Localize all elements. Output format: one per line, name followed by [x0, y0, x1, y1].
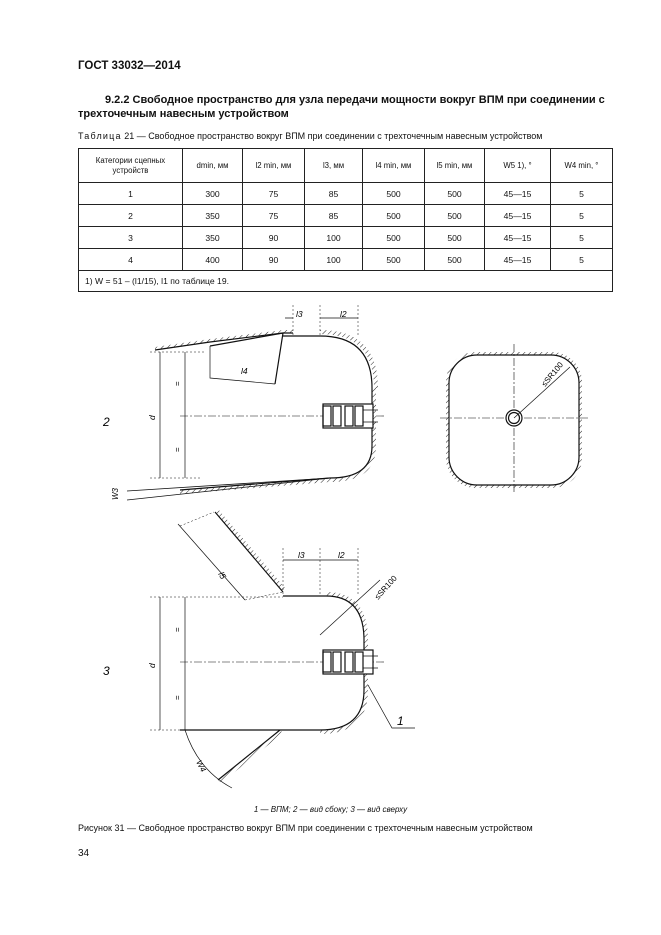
- view2-label: 2: [102, 415, 110, 429]
- table-cell: 300: [182, 182, 243, 205]
- sr-label-top-view: ≤SR100: [373, 573, 399, 601]
- l4-label: l4: [241, 366, 248, 376]
- table-cell: 350: [182, 204, 243, 227]
- table-cell: 75: [242, 204, 305, 227]
- w4-label: W4: [194, 759, 208, 774]
- side-view: [126, 305, 386, 501]
- col-header-l2min: l2 min, мм: [242, 148, 305, 183]
- table-cell: 400: [182, 248, 243, 271]
- table-cell: 5: [550, 182, 613, 205]
- eq-label-4: =: [173, 695, 182, 700]
- col-header-w5: W5 1), °: [484, 148, 551, 183]
- table-cell: 45—15: [484, 204, 551, 227]
- eq-label-1: =: [173, 381, 182, 386]
- eq-label-2: =: [173, 447, 182, 452]
- table-cell: 1: [78, 182, 183, 205]
- eq-label-3: =: [173, 627, 182, 632]
- w3-label: W3: [111, 487, 120, 500]
- table-cell: 500: [362, 226, 425, 249]
- table-cell: 500: [424, 204, 485, 227]
- col-header-w4min: W4 min, °: [550, 148, 613, 183]
- table-cell: 500: [362, 182, 425, 205]
- table-cell: 500: [424, 182, 485, 205]
- table-header-row: Категории сцепных устройств dmin, мм l2 …: [78, 148, 613, 183]
- table-cell: 500: [424, 248, 485, 271]
- figure-caption: Рисунок 31 — Свободное пространство вокр…: [78, 823, 533, 833]
- l3-label-top: l3: [296, 309, 303, 319]
- d-label-bottom: d: [147, 663, 157, 668]
- l2-label-bottom: l2: [338, 550, 345, 560]
- col-header-category: Категории сцепных устройств: [78, 148, 183, 183]
- col-header-l4min: l4 min, мм: [362, 148, 425, 183]
- top-view: [150, 509, 415, 789]
- callout-1-label: 1: [397, 714, 404, 728]
- view3-label: 3: [103, 664, 110, 678]
- table-cell: 100: [304, 226, 363, 249]
- table-cell: 2: [78, 204, 183, 227]
- table-cell: 5: [550, 248, 613, 271]
- table-cell: 500: [424, 226, 485, 249]
- table-footnote-row: 1) W = 51 – (l1/15), l1 по таблице 19.: [78, 270, 613, 292]
- table-cell: 5: [550, 226, 613, 249]
- col-header-l3: l3, мм: [304, 148, 363, 183]
- table-cell: 90: [242, 248, 305, 271]
- table-cell: 75: [242, 182, 305, 205]
- table-cell: 90: [242, 226, 305, 249]
- table-cell: 45—15: [484, 248, 551, 271]
- col-header-dmin: dmin, мм: [182, 148, 243, 183]
- table-cell: 45—15: [484, 226, 551, 249]
- table-cell: 85: [304, 182, 363, 205]
- table-cell: 4: [78, 248, 183, 271]
- table-cell: 500: [362, 248, 425, 271]
- table-cell: 3: [78, 226, 183, 249]
- table-caption: Таблица 21 — Свободное пространство вокр…: [78, 131, 543, 141]
- l2-label-top: l2: [340, 309, 347, 319]
- l5-label: l5: [216, 570, 228, 581]
- front-view: [440, 344, 590, 494]
- table-cell: 350: [182, 226, 243, 249]
- section-heading: 9.2.2 Свободное пространство для узла пе…: [78, 94, 605, 120]
- clearance-drawing: 2 l3 l2 l4 d = = W3 ≤SR100: [102, 305, 590, 789]
- l3-label-bottom: l3: [298, 550, 305, 560]
- table-cell: 500: [362, 204, 425, 227]
- document-header: ГОСТ 33032—2014: [78, 60, 181, 72]
- col-header-l5min: l5 min, мм: [424, 148, 485, 183]
- table-cell: 5: [550, 204, 613, 227]
- table-cell: 100: [304, 248, 363, 271]
- d-label-top: d: [147, 415, 157, 420]
- table-cell: 85: [304, 204, 363, 227]
- table-footnote: 1) W = 51 – (l1/15), l1 по таблице 19.: [78, 270, 613, 292]
- page-number: 34: [78, 848, 90, 859]
- clearance-table: Категории сцепных устройств dmin, мм l2 …: [78, 148, 613, 292]
- table-cell: 45—15: [484, 182, 551, 205]
- figure-legend: 1 — ВПМ; 2 — вид сбоку; 3 — вид сверху: [253, 805, 408, 814]
